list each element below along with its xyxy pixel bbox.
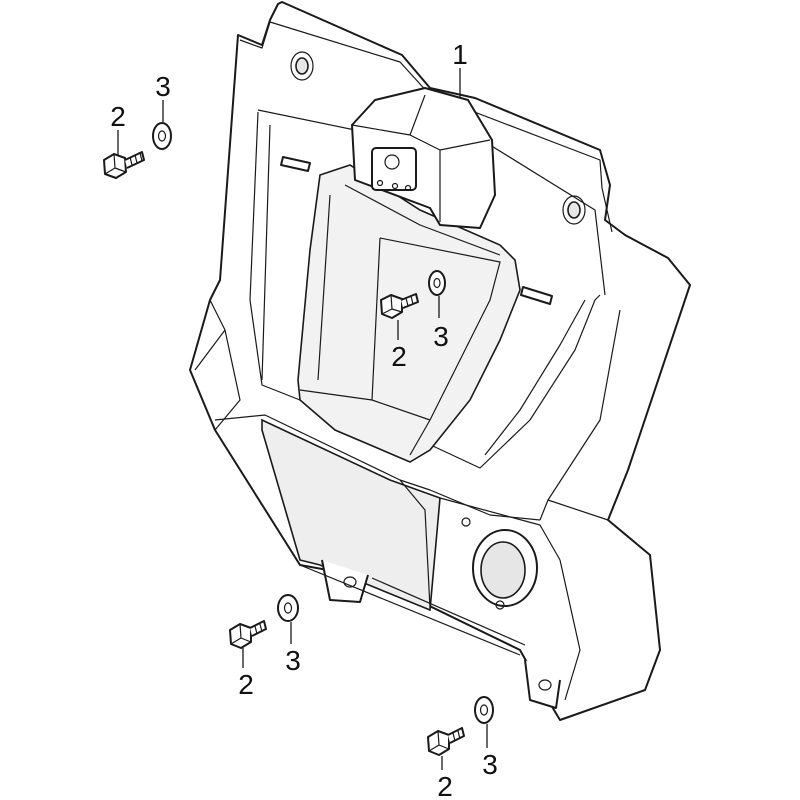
- mount-block: [351, 87, 496, 229]
- mount-hole: [384, 154, 400, 170]
- bolt-b: [380, 293, 419, 319]
- inner-frame-2: [261, 124, 586, 456]
- washer-b: [428, 270, 446, 296]
- skid-plate-part: [189, 1, 691, 721]
- bolt-a: [103, 151, 145, 179]
- callout-part-1: 1: [452, 39, 468, 70]
- top-right-hole: [567, 201, 581, 219]
- bottom-tab-right-hole: [538, 679, 552, 691]
- top-left-hole: [295, 57, 309, 75]
- mount-block-face: [351, 94, 491, 222]
- washer-c: [277, 594, 299, 622]
- pocket-floor: [299, 237, 501, 456]
- drain-bolt-hole-1: [461, 517, 471, 527]
- washer-d: [474, 696, 494, 724]
- mount-pin-2: [391, 182, 399, 190]
- right-wing-edge: [539, 309, 621, 701]
- drain-opening-inner: [480, 541, 526, 599]
- washer-a: [152, 122, 172, 150]
- bottom-tab-left-hole: [343, 576, 357, 588]
- top-left-hole-rim: [290, 51, 314, 81]
- callout-washer-d: 3: [482, 749, 498, 780]
- callout-bolt-a: 2: [110, 101, 126, 132]
- bolt-d: [427, 727, 465, 756]
- callout-washer-c: 3: [285, 645, 301, 676]
- lower-plate-ridge: [399, 479, 561, 609]
- left-wing-edge: [194, 299, 241, 431]
- drain-bolt-hole-2: [495, 600, 505, 610]
- top-flange-inner: [257, 109, 606, 296]
- bottom-tab-left: [321, 559, 369, 603]
- slot-left: [280, 156, 311, 172]
- callout-bolt-d: 2: [437, 771, 453, 800]
- bottom-tab-right: [524, 659, 561, 709]
- callout-washer-a: 3: [155, 71, 171, 102]
- slot-right: [520, 286, 553, 305]
- mount-pin-1: [376, 179, 384, 187]
- top-right-hole-rim: [562, 195, 586, 225]
- callout-bolt-b: 2: [391, 341, 407, 372]
- lower-plate-top-edge: [214, 414, 541, 521]
- lower-plate-face: [261, 418, 441, 612]
- bolt-c: [229, 620, 267, 649]
- mount-pin-3: [404, 184, 412, 192]
- bottom-edge-line: [299, 564, 526, 656]
- inner-frame: [249, 111, 601, 469]
- callout-washer-b: 3: [433, 321, 449, 352]
- callout-bolt-c: 2: [238, 669, 254, 700]
- top-flange-edge: [239, 21, 613, 233]
- pocket-wall: [317, 184, 501, 381]
